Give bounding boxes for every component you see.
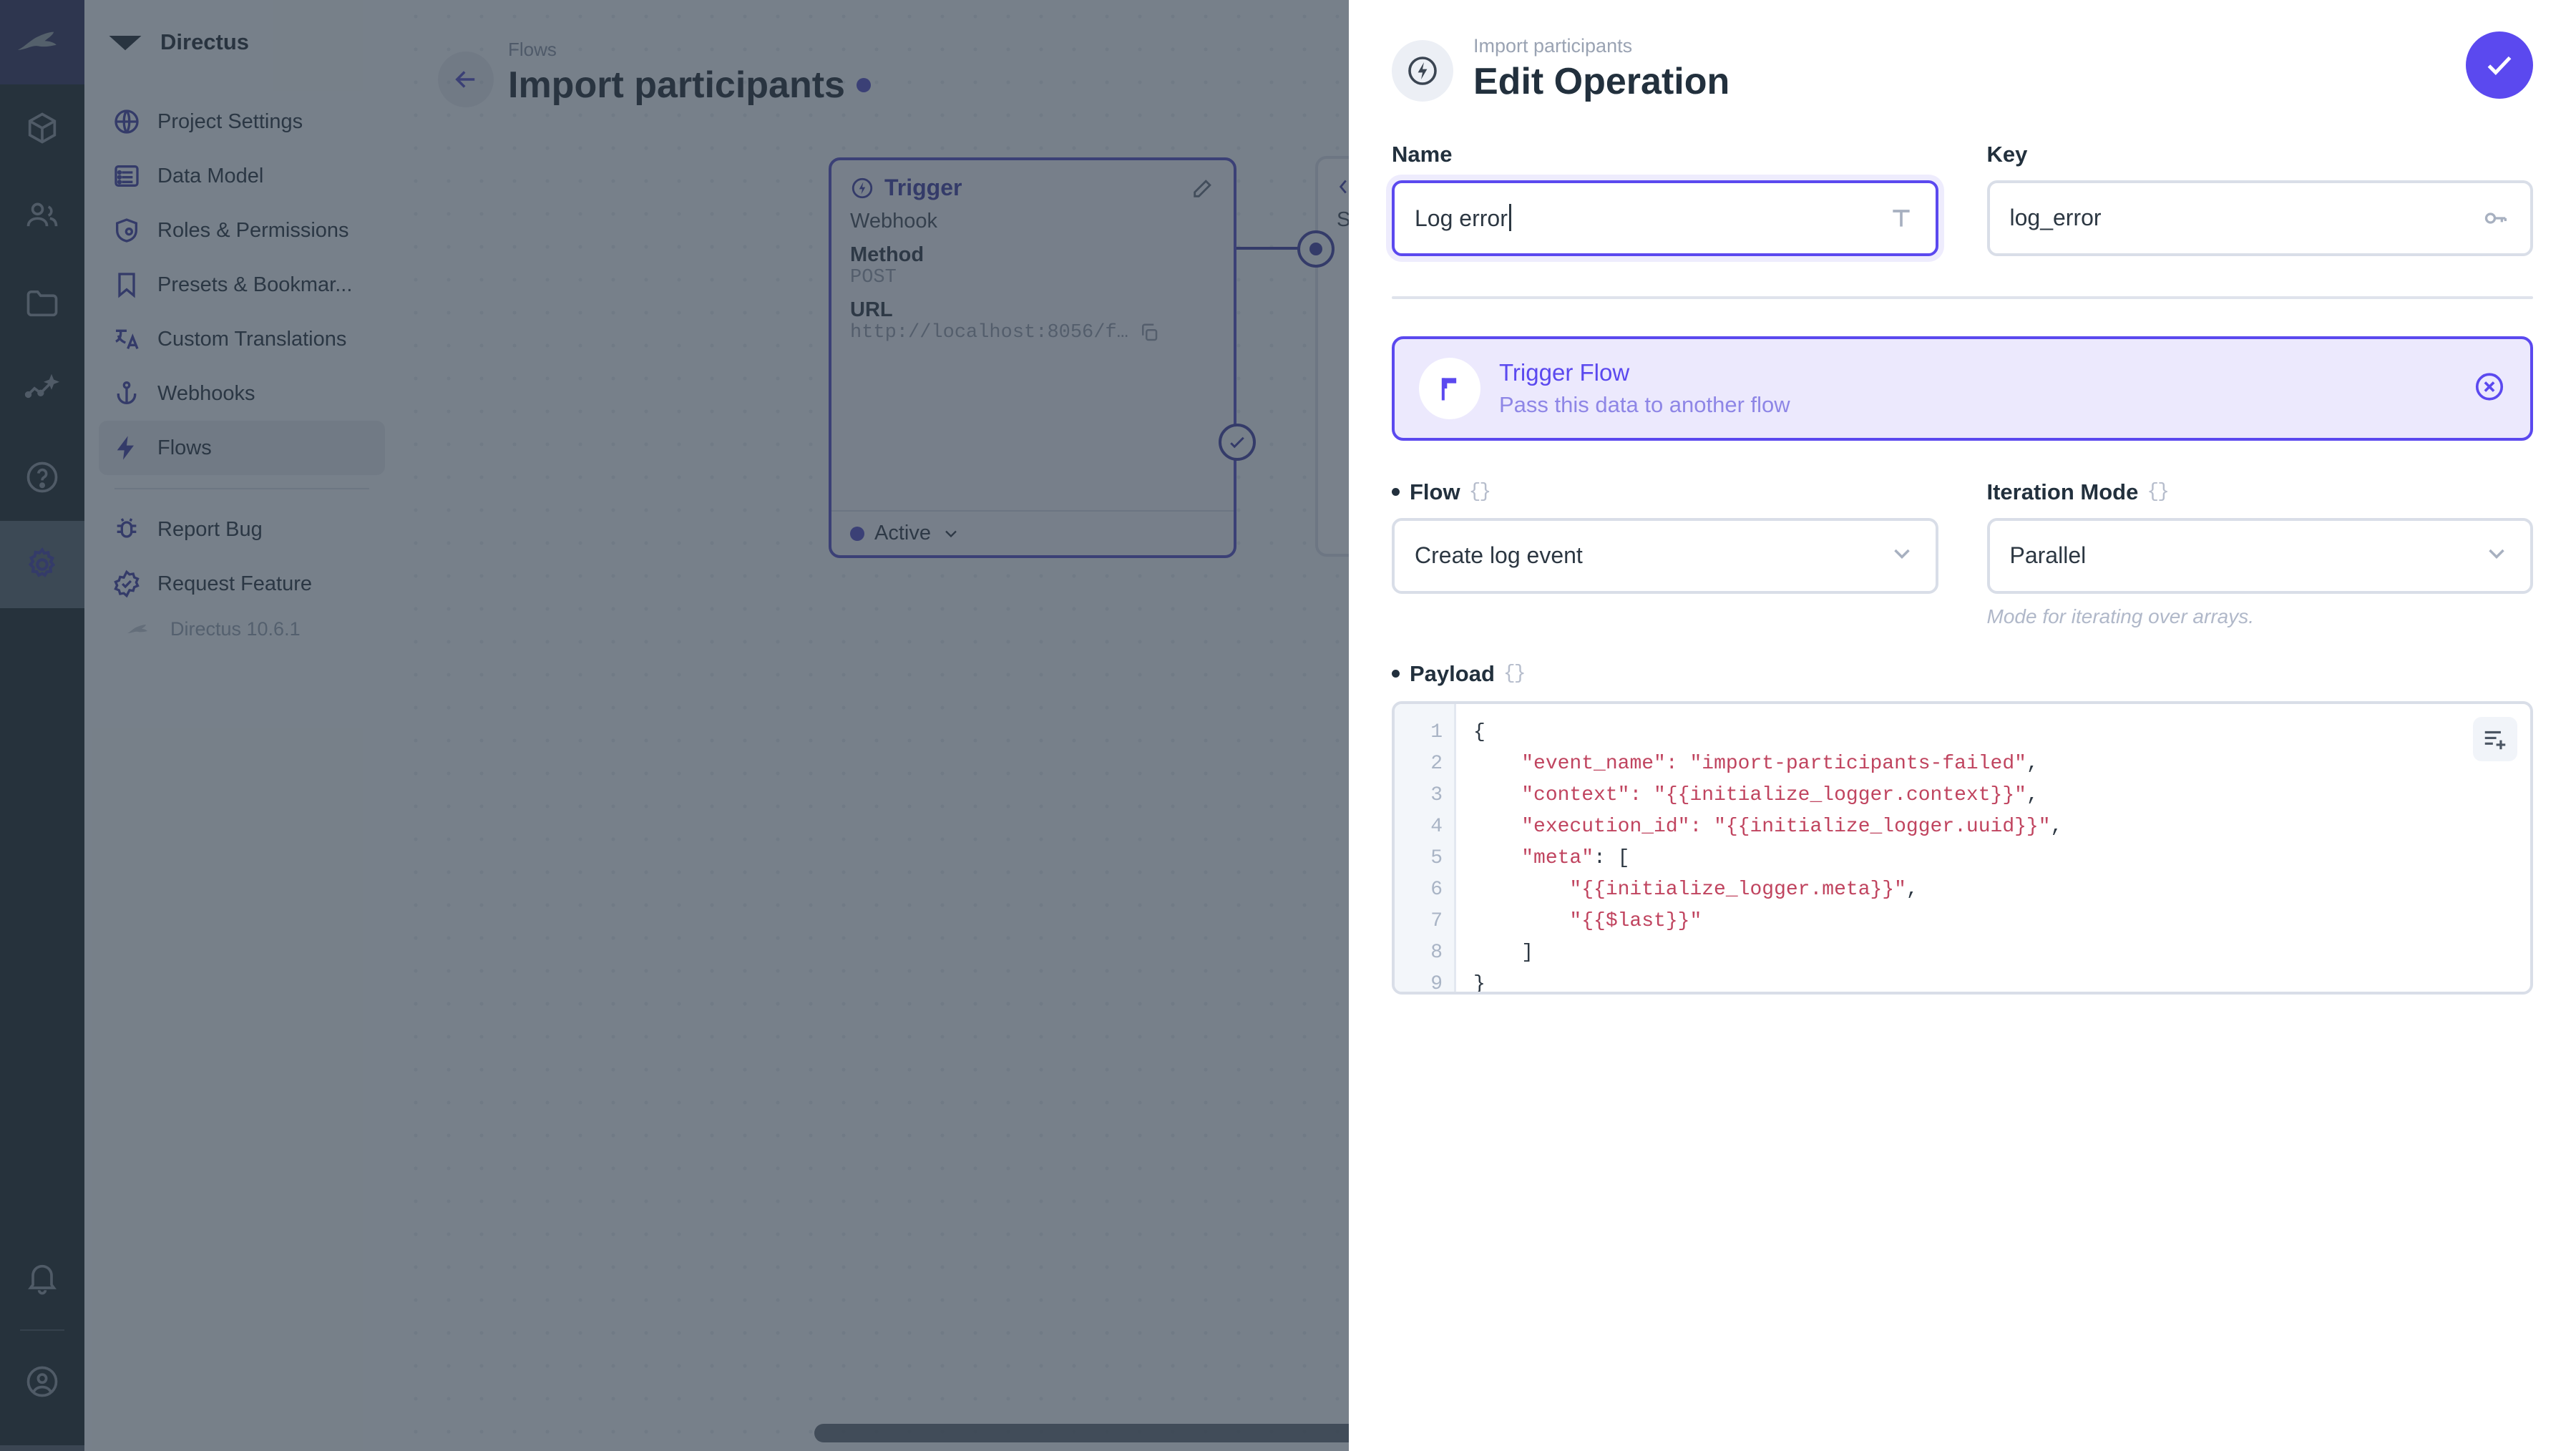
flag-icon (1441, 378, 1457, 401)
flow-label-text: Flow (1410, 479, 1460, 504)
payload-field-group: Payload {} 1 2 3 4 5 6 7 8 9 { "event_name": "im… (1392, 661, 2533, 995)
key-input[interactable]: log_error (1986, 180, 2533, 256)
clear-operation-type-button[interactable] (2473, 370, 2506, 406)
iteration-mode-value: Parallel (2009, 542, 2087, 569)
key-label: Key (1986, 141, 2028, 167)
iteration-braces-icon: {} (2147, 481, 2170, 504)
flow-iteration-row: Flow {} Create log event Iteration Mode … (1392, 441, 2533, 628)
drawer-breadcrumb: Import participants (1473, 35, 1633, 57)
payload-braces-icon: {} (1503, 663, 1526, 685)
key-icon (2482, 204, 2510, 233)
chevron-down-icon (1888, 539, 1916, 572)
text-caret (1508, 204, 1511, 232)
drawer-header: Import participants Edit Operation (1349, 0, 2576, 103)
payload-label: Payload {} (1392, 661, 2533, 687)
flow-field-group: Flow {} Create log event (1392, 479, 1938, 628)
section-divider (1392, 295, 2533, 299)
save-button[interactable] (2466, 31, 2533, 99)
line-number: 9 (1430, 972, 1443, 995)
key-field-group: Key log_error (1986, 141, 2533, 256)
code-gutter: 1 2 3 4 5 6 7 8 9 (1395, 703, 1456, 995)
add-variable-button[interactable] (2473, 716, 2517, 761)
payload-code-editor[interactable]: 1 2 3 4 5 6 7 8 9 { "event_name": "import-partic… (1392, 700, 2533, 995)
flag-icon-wrap (1419, 357, 1480, 419)
iteration-mode-label-text: Iteration Mode (1986, 479, 2139, 504)
payload-label-text: Payload (1410, 660, 1495, 686)
line-number: 2 (1430, 752, 1443, 775)
text-format-icon (1887, 204, 1916, 233)
key-input-value: log_error (2009, 205, 2102, 231)
name-input-value: Log error (1415, 205, 1508, 232)
flow-select-value: Create log event (1415, 542, 1583, 569)
line-number: 5 (1430, 846, 1443, 869)
line-number: 4 (1430, 815, 1443, 838)
line-number: 7 (1430, 909, 1443, 932)
line-number: 8 (1430, 941, 1443, 964)
iteration-mode-select[interactable]: Parallel (1986, 517, 2533, 594)
name-field-group: Name Log error (1392, 142, 1938, 256)
operation-type-title: Trigger Flow (1499, 358, 1630, 386)
close-circle-icon (2475, 373, 2504, 401)
operation-type-avatar (1392, 40, 1453, 102)
name-input[interactable]: Log error (1392, 180, 1938, 256)
check-icon (2487, 56, 2512, 75)
drawer-title: Edit Operation (1473, 60, 1730, 102)
name-key-row: Name Log error Key log_error (1392, 103, 2533, 256)
operation-type-subtitle: Pass this data to another flow (1499, 391, 1790, 417)
code-text: { "event_name": "import-participants-fai… (1473, 720, 2063, 992)
name-label: Name (1392, 141, 1453, 167)
list-add-icon (2484, 731, 2506, 749)
iteration-mode-group: Iteration Mode {} Parallel Mode for iter… (1986, 479, 2534, 628)
operation-type-card[interactable]: Trigger Flow Pass this data to another f… (1392, 336, 2533, 441)
line-number: 3 (1430, 783, 1443, 806)
bolt-circle-icon (1408, 57, 1437, 85)
iteration-mode-hint: Mode for iterating over arrays. (1986, 605, 2255, 627)
flow-label: Flow {} (1392, 479, 1938, 505)
edit-operation-drawer: Import participants Edit Operation Name … (1349, 0, 2576, 1451)
line-number: 1 (1430, 720, 1443, 743)
flow-braces-icon: {} (1468, 481, 1492, 504)
code-area[interactable]: { "event_name": "import-participants-fai… (1456, 704, 2530, 992)
drawer-body: Name Log error Key log_error (1349, 103, 2576, 995)
line-number: 6 (1430, 878, 1443, 901)
chevron-down-icon (2483, 539, 2510, 572)
iteration-mode-label: Iteration Mode {} (1987, 479, 2534, 505)
flow-select[interactable]: Create log event (1392, 517, 1938, 594)
